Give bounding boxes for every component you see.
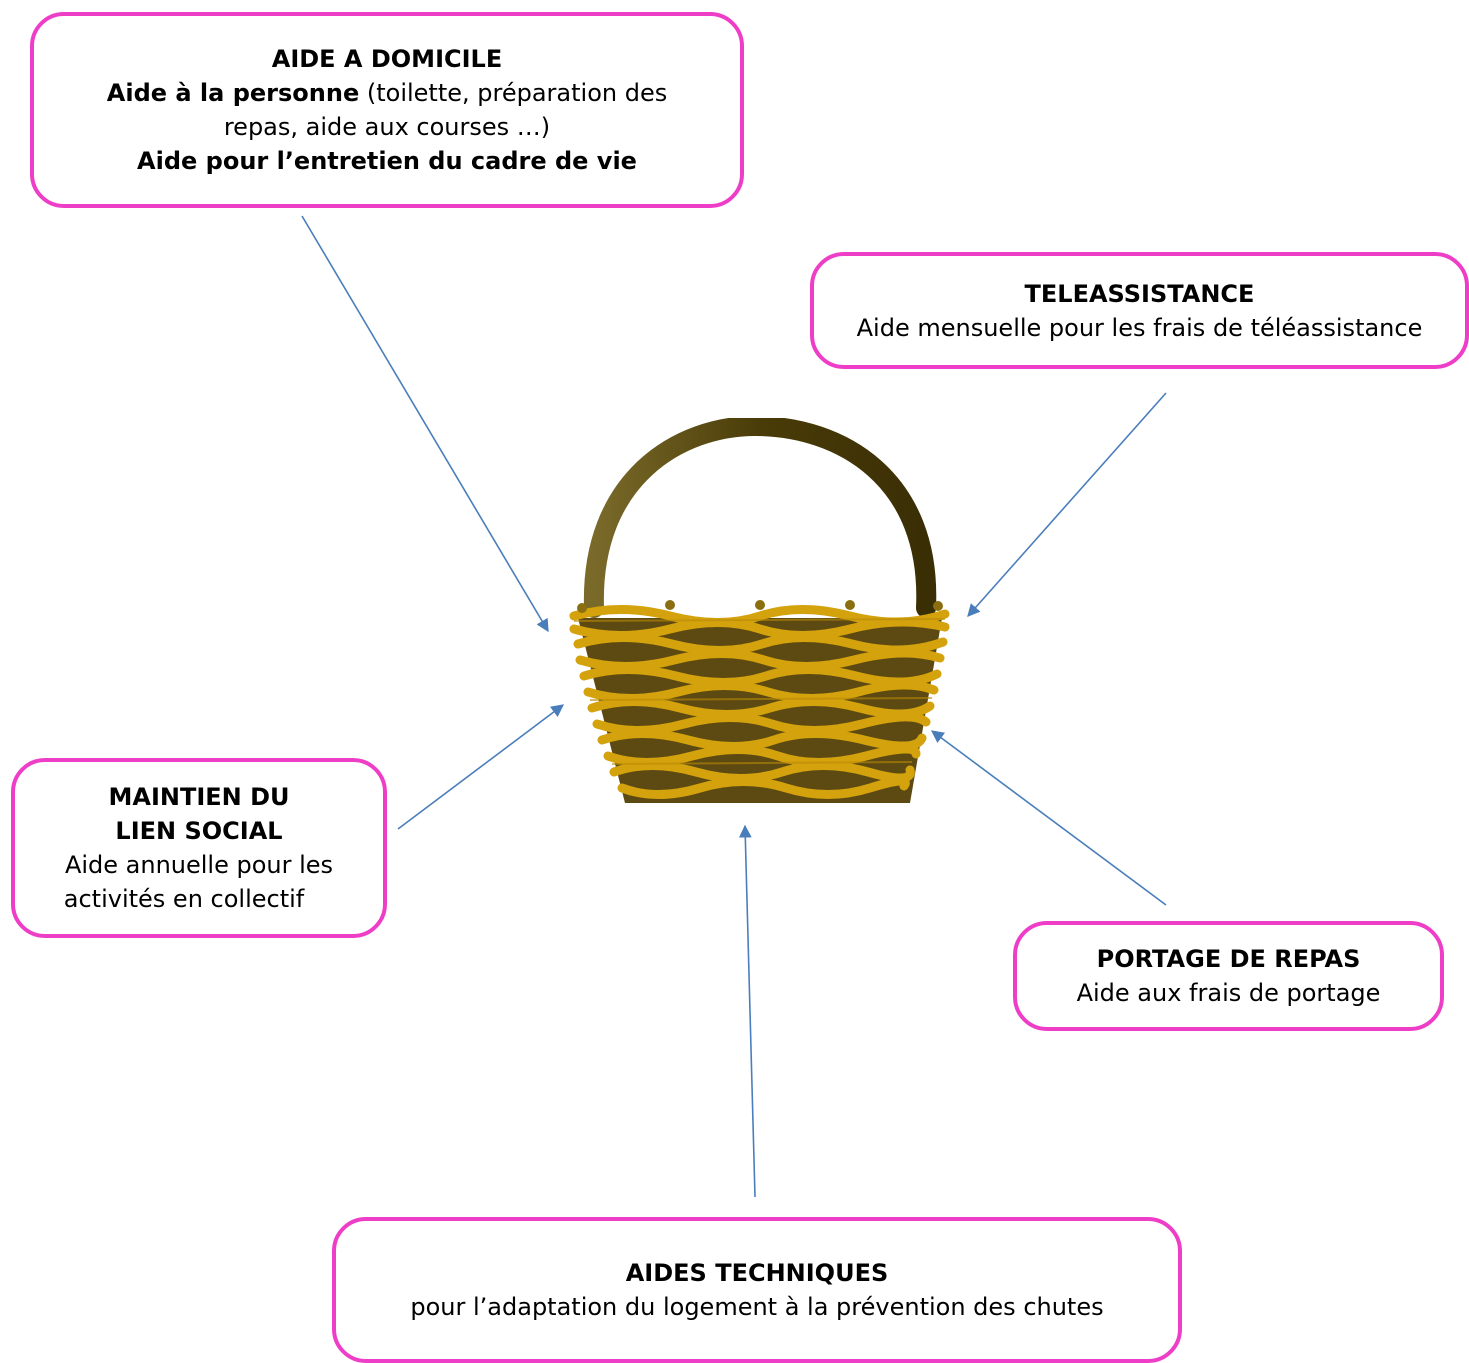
basket-icon [569, 418, 950, 803]
arrow-aides-techniques [738, 824, 756, 1198]
box-maintien-title-line1: MAINTIEN DU [108, 783, 290, 811]
box-maintien-lien-social: MAINTIEN DU LIEN SOCIAL Aide annuelle po… [11, 758, 387, 938]
box-teleassistance-title: TELEASSISTANCE [1024, 279, 1255, 308]
box-teleassistance: TELEASSISTANCE Aide mensuelle pour les f… [810, 252, 1469, 369]
box-aide-domicile: AIDE A DOMICILE Aide à la personne (toil… [30, 12, 744, 208]
box-maintien-title-line2: LIEN SOCIAL [115, 817, 283, 845]
box-maintien-text-line2: activités en collectif [63, 885, 305, 913]
arrow-portage-repas [930, 730, 1167, 906]
box-aides-techniques: AIDES TECHNIQUES pour l’adaptation du lo… [332, 1217, 1182, 1363]
box-portage-repas-text: Aide aux frais de portage [1076, 979, 1381, 1007]
box-aides-techniques-title: AIDES TECHNIQUES [625, 1259, 889, 1287]
arrow-teleassistance [967, 392, 1167, 617]
box-portage-repas-title: PORTAGE DE REPAS [1096, 945, 1361, 973]
box-aide-domicile-line2: Aide pour l’entretien du cadre de vie [137, 147, 637, 175]
box-teleassistance-text: Aide mensuelle pour les frais de téléass… [856, 313, 1423, 342]
box-aide-domicile-title: AIDE A DOMICILE [271, 45, 503, 73]
arrow-aide-domicile [301, 215, 549, 633]
box-aide-domicile-line1-bold: Aide à la personne [106, 79, 360, 107]
box-aide-domicile-line1-rest: (toilette, préparation des repas, aide a… [223, 79, 668, 141]
box-portage-repas: PORTAGE DE REPAS Aide aux frais de porta… [1013, 921, 1444, 1031]
box-aide-domicile-line1: Aide à la personne (toilette, préparatio… [34, 76, 740, 144]
box-maintien-text-line1: Aide annuelle pour les [64, 851, 334, 879]
arrow-maintien-lien-social [397, 704, 565, 830]
box-aides-techniques-text: pour l’adaptation du logement à la préve… [410, 1293, 1104, 1321]
